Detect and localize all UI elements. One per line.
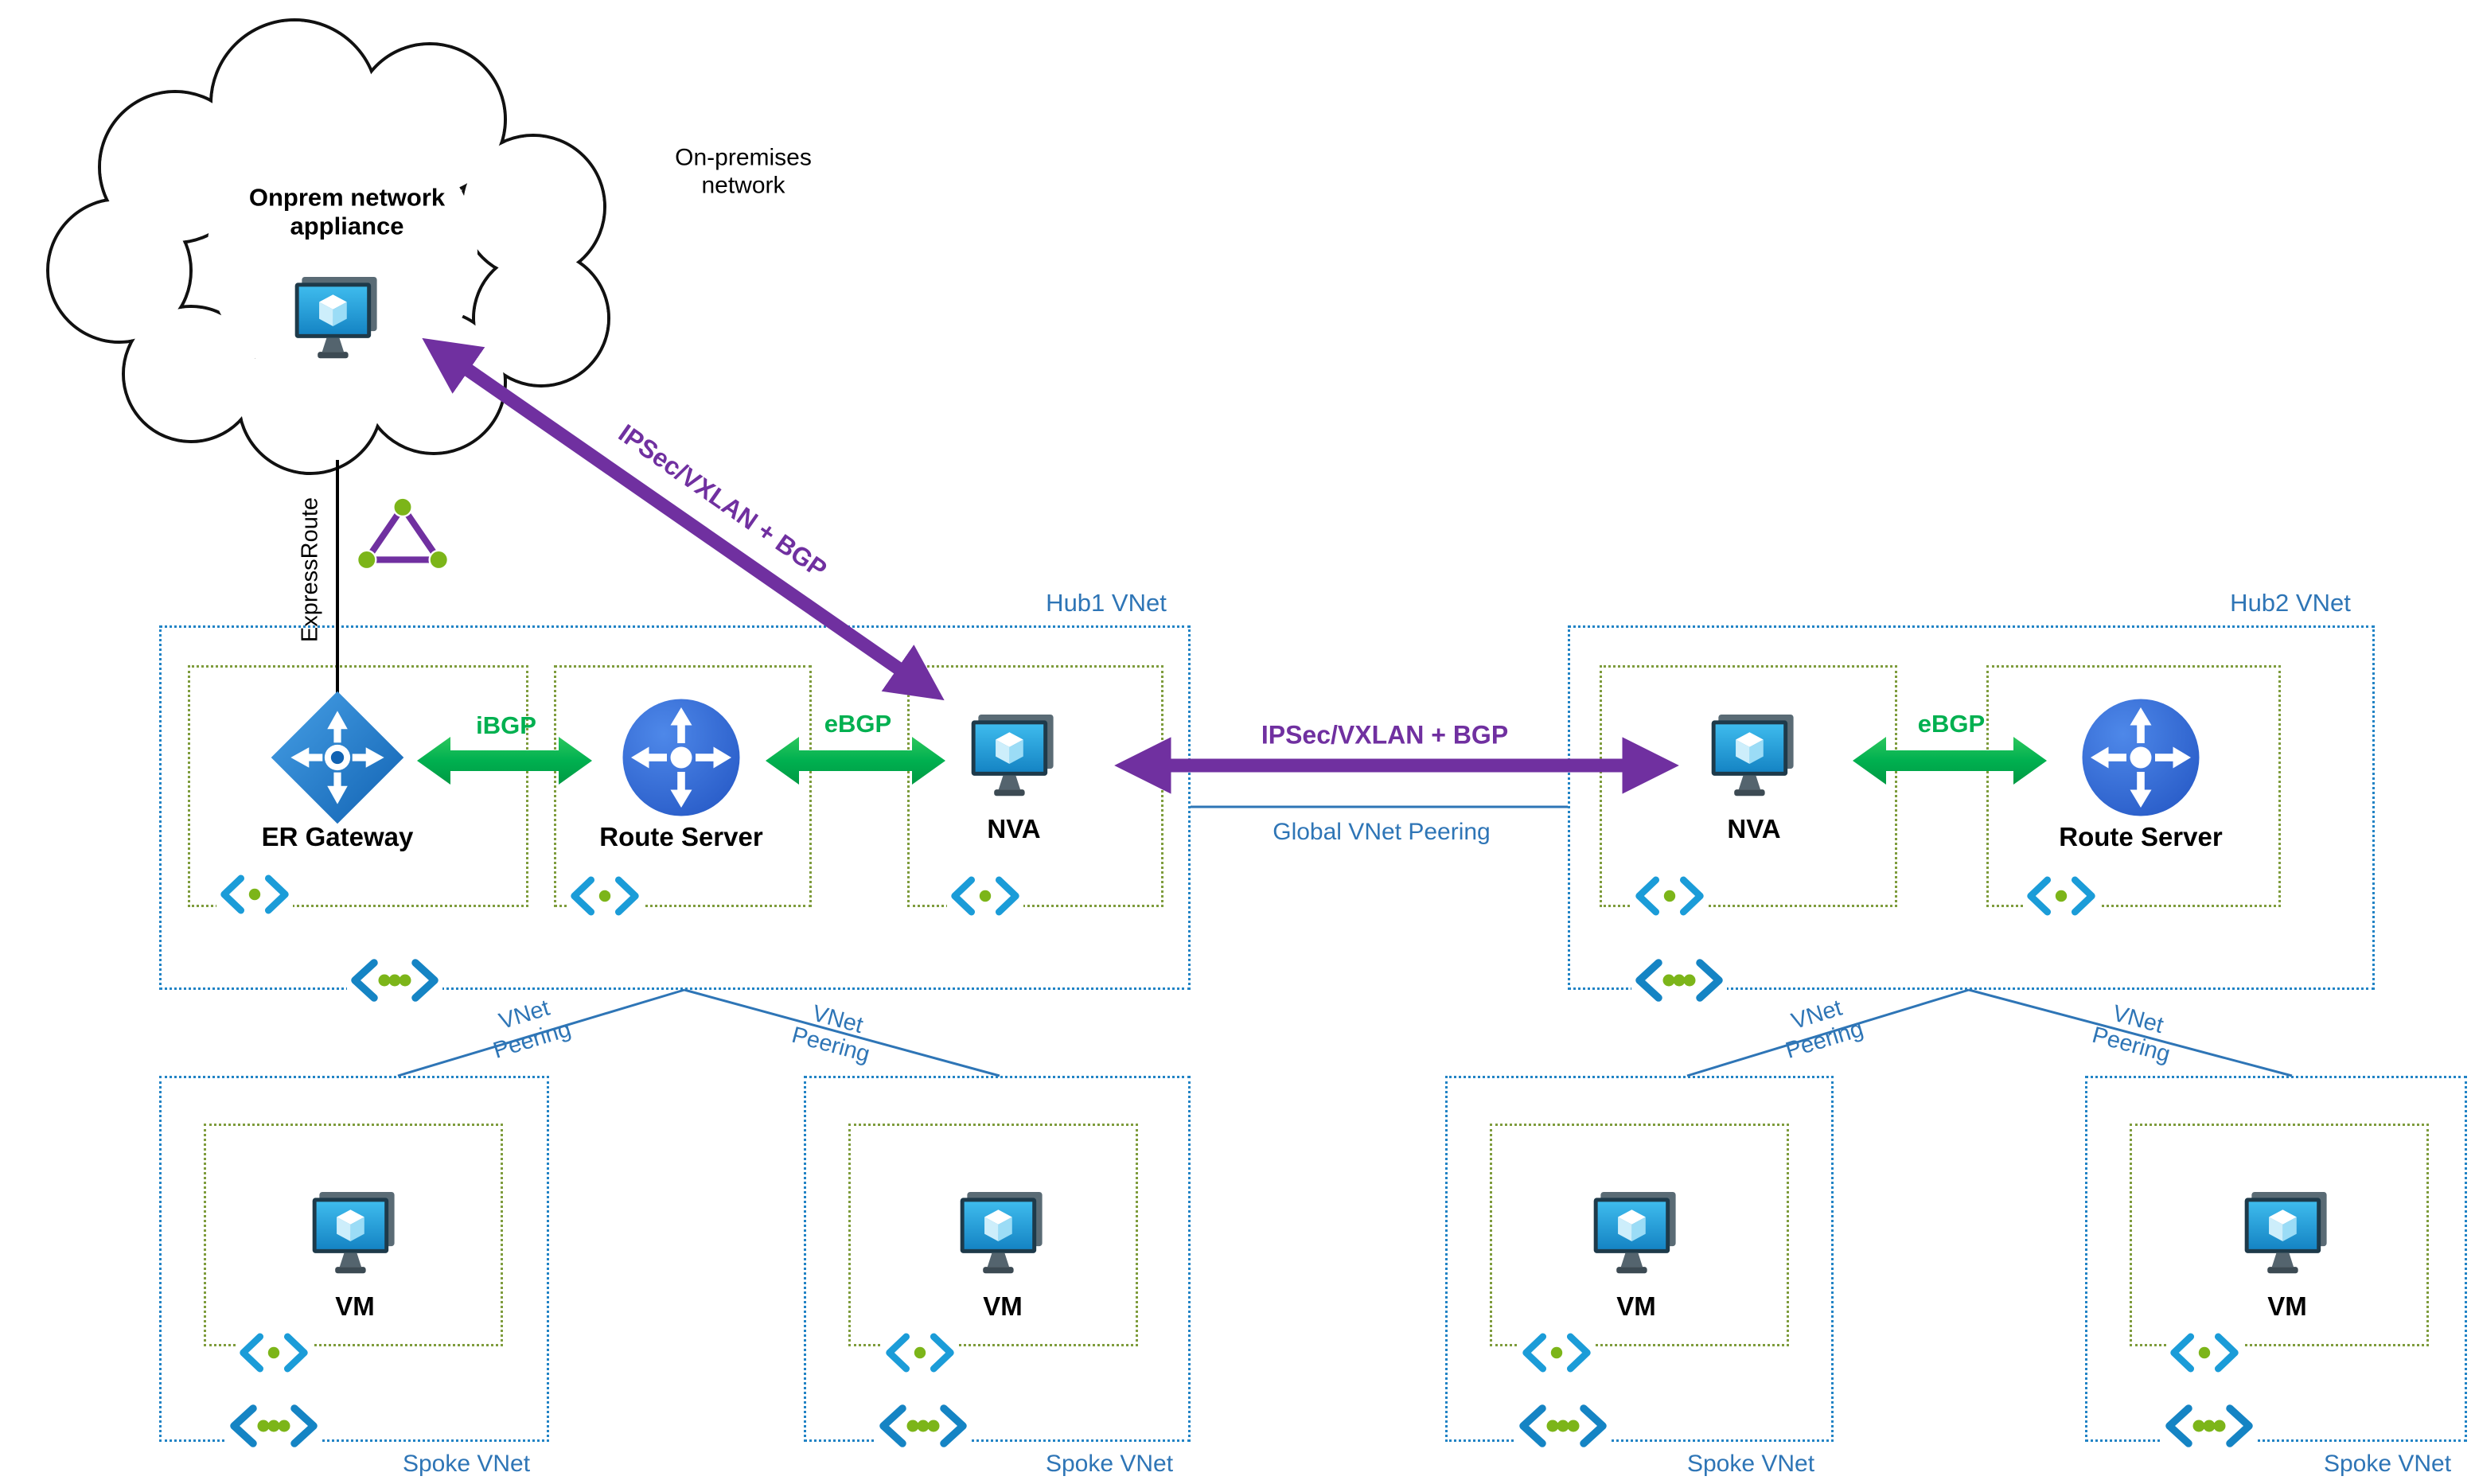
spoke3-vnet-box — [1445, 1076, 1834, 1442]
subnet-icon-hub1-rs — [567, 874, 643, 917]
global-vnet-peering-label: Global VNet Peering — [1273, 818, 1491, 845]
subnet-icon-spoke4 — [2166, 1331, 2243, 1374]
nva-icon-hub1 — [965, 711, 1063, 804]
hub1-ergw-subnet-box — [188, 665, 528, 907]
onprem-cloud-shape — [46, 18, 610, 475]
vm-icon-spoke1 — [306, 1189, 404, 1282]
vm-icon-spoke3 — [1587, 1189, 1686, 1282]
vm-label-spoke1: VM — [335, 1291, 375, 1322]
vnet-peering-icon-spoke2 — [875, 1404, 971, 1448]
spoke4-vnet-label: Spoke VNet — [2323, 1450, 2452, 1477]
subnet-icon-spoke1 — [236, 1331, 312, 1374]
subnet-icon-hub1-nva — [947, 874, 1023, 917]
spoke1-subnet-box — [204, 1124, 503, 1346]
vnet-peering-icon-spoke4 — [2161, 1404, 2257, 1448]
nva-label-hub2: NVA — [1727, 814, 1781, 844]
route-server-label-hub2: Route Server — [2059, 822, 2223, 852]
spoke4-vnet-box — [2085, 1076, 2467, 1442]
hub2-routeserver-subnet-box — [1986, 665, 2281, 907]
vnet-peering-icon-hub2 — [1631, 958, 1727, 1003]
route-server-icon-hub2 — [2081, 698, 2200, 817]
spoke1-vnet-label: Spoke VNet — [402, 1450, 531, 1477]
expressroute-circuit-icon — [357, 495, 449, 573]
spoke2-vnet-box — [804, 1076, 1191, 1442]
vm-label-spoke4: VM — [2267, 1291, 2307, 1322]
subnet-icon-spoke2 — [882, 1331, 958, 1374]
spoke1-vnet-box — [159, 1076, 549, 1442]
ibgp-label: iBGP — [476, 711, 536, 740]
nva-label-hub1: NVA — [987, 814, 1041, 844]
vnet-peering-icon-hub1 — [347, 958, 442, 1003]
vnet-peering-label-4: VNet Peering — [2089, 1000, 2173, 1068]
onprem-network-label: On-premises network — [675, 144, 812, 199]
hub1-vnet-label: Hub1 VNet — [1046, 589, 1167, 617]
spoke2-vnet-label: Spoke VNet — [1045, 1450, 1174, 1477]
spoke2-subnet-box — [848, 1124, 1138, 1346]
subnet-icon-hub2-nva — [1631, 874, 1708, 917]
ipsec-horizontal-label: IPSec/VXLAN + BGP — [1261, 720, 1509, 750]
vnet-peering-icon-spoke3 — [1515, 1404, 1611, 1448]
hub2-vnet-label: Hub2 VNet — [2230, 589, 2351, 617]
hub2-vnet-box — [1568, 625, 2375, 990]
vm-icon-spoke4 — [2238, 1189, 2337, 1282]
er-gateway-label: ER Gateway — [261, 822, 414, 852]
vm-label-spoke2: VM — [983, 1291, 1023, 1322]
route-server-icon-hub1 — [622, 698, 741, 817]
spoke3-subnet-box — [1490, 1124, 1789, 1346]
spoke3-vnet-label: Spoke VNet — [1686, 1450, 1815, 1477]
vnet-peering-label-3: VNet Peering — [1783, 995, 1867, 1065]
vnet-peering-label-2: VNet Peering — [789, 1000, 873, 1068]
vnet-peering-icon-spoke1 — [226, 1404, 322, 1448]
route-server-label-hub1: Route Server — [599, 822, 763, 852]
vnet-peering-label-1: VNet Peering — [490, 995, 575, 1065]
subnet-icon-spoke3 — [1518, 1331, 1595, 1374]
subnet-icon-hub1-ergw — [216, 873, 293, 916]
onprem-appliance-icon — [288, 274, 387, 367]
ebgp-label-hub1: eBGP — [824, 710, 892, 738]
ipsec-diagonal-label: IPSec/VXLAN + BGP — [613, 418, 832, 584]
subnet-icon-hub2-rs — [2023, 874, 2099, 917]
nva-icon-hub2 — [1705, 711, 1803, 804]
vm-label-spoke3: VM — [1616, 1291, 1656, 1322]
ebgp-label-hub2: eBGP — [1917, 710, 1986, 738]
er-gateway-icon — [270, 690, 405, 825]
spoke4-subnet-box — [2130, 1124, 2429, 1346]
expressroute-label: ExpressRoute — [297, 497, 323, 643]
onprem-appliance-label: Onprem network appliance — [248, 183, 446, 240]
vm-icon-spoke2 — [953, 1189, 1052, 1282]
